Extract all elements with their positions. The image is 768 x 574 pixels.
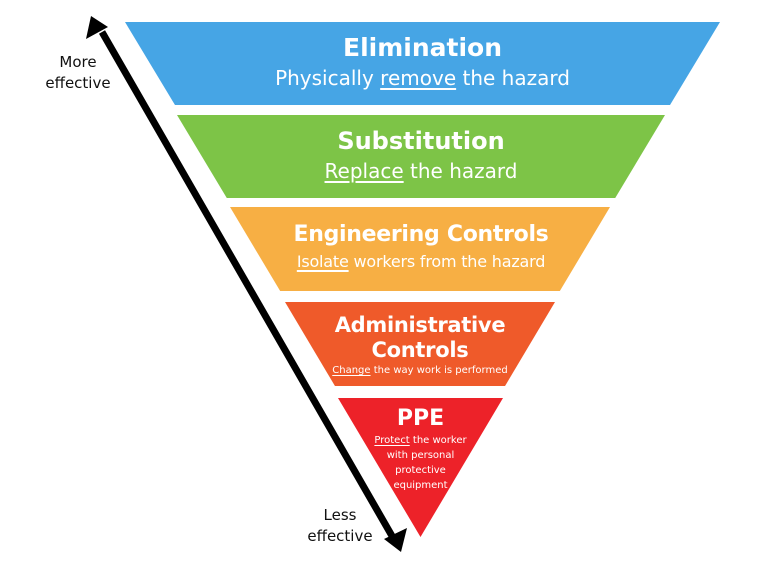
- elimination-text: Elimination Physically remove the hazard: [230, 32, 615, 92]
- administrative-desc-post: the way work is performed: [370, 365, 508, 376]
- substitution-band: [177, 115, 665, 198]
- ppe-text: PPE Protect the worker with personal pro…: [360, 405, 481, 493]
- engineering-controls-title: Engineering Controls: [293, 222, 549, 247]
- substitution-desc-post: the hazard: [403, 159, 518, 183]
- engineering-controls-description: Isolate workers from the hazard: [265, 250, 577, 274]
- arrow-shaft: [98, 30, 396, 538]
- engineering-desc-key: Isolate: [296, 252, 349, 271]
- administrative-title-line-1: Administrative: [334, 313, 506, 337]
- elimination-desc-pre: Physically: [275, 66, 381, 90]
- elimination-description: Physically remove the hazard: [230, 64, 615, 92]
- ppe-description-line-4: equipment: [393, 480, 448, 491]
- substitution-desc-key: Replace: [324, 159, 404, 183]
- elimination-band: [125, 22, 720, 105]
- engineering-controls-text: Engineering Controls Isolate workers fro…: [265, 220, 577, 274]
- substitution-description: Replace the hazard: [270, 157, 572, 185]
- ppe-description-line-1: Protect the worker: [360, 433, 481, 448]
- elimination-desc-post: the hazard: [456, 66, 570, 90]
- administrative-title-line-2: Controls: [371, 338, 469, 362]
- more-effective-label: More effective: [28, 52, 128, 94]
- administrative-controls-band: [285, 302, 555, 386]
- less-effective-line-2: effective: [307, 527, 373, 545]
- engineering-controls-band: [230, 207, 610, 291]
- administrative-controls-text: Administrative Controls Change the way w…: [305, 313, 535, 379]
- arrow-head-bottom: [384, 528, 407, 552]
- engineering-desc-post: workers from the hazard: [348, 252, 546, 271]
- substitution-title: Substitution: [337, 127, 505, 155]
- less-effective-line-1: Less: [323, 506, 357, 524]
- substitution-text: Substitution Replace the hazard: [270, 125, 572, 185]
- ppe-description-line-3: protective: [395, 465, 446, 476]
- more-effective-line-1: More: [59, 53, 97, 71]
- administrative-desc-key: Change: [332, 365, 371, 376]
- arrow-head-top: [86, 16, 108, 39]
- ppe-desc-key: Protect: [374, 435, 410, 446]
- elimination-title: Elimination: [343, 33, 502, 62]
- ppe-description-line-2: with personal: [386, 450, 455, 461]
- administrative-controls-description: Change the way work is performed: [305, 363, 535, 379]
- elimination-desc-key: remove: [380, 66, 457, 90]
- more-effective-line-2: effective: [45, 74, 111, 92]
- ppe-desc-line1-post: the worker: [409, 435, 467, 446]
- ppe-title: PPE: [396, 406, 445, 431]
- less-effective-label: Less effective: [290, 505, 390, 547]
